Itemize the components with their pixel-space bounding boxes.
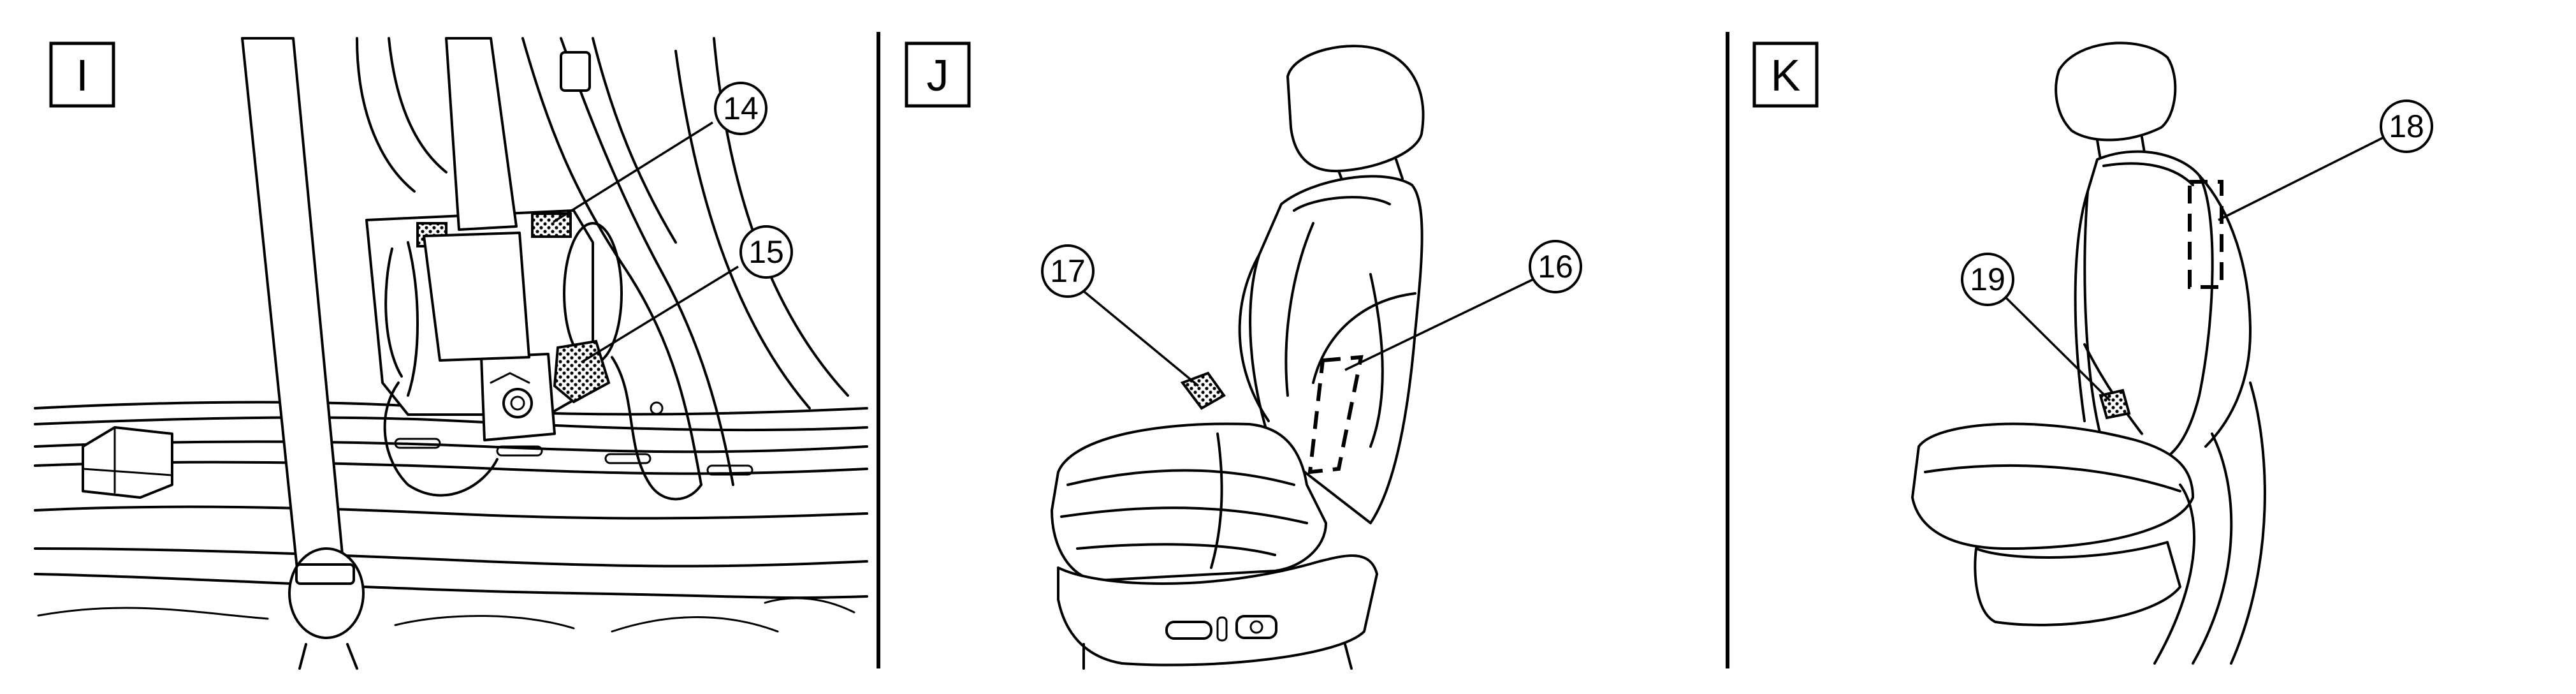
airbag-area-16 — [1307, 355, 1364, 475]
panel-j-label-box — [905, 41, 971, 108]
panel-k: K 18 19 — [1752, 41, 2433, 665]
callout-17-circle — [1041, 244, 1095, 298]
panel-i: I — [34, 37, 868, 670]
panel-j-label: J — [927, 50, 949, 100]
panel-k-label: K — [1771, 50, 1801, 100]
callout-16-circle — [1529, 240, 1582, 293]
callout-15: 15 — [748, 234, 784, 270]
callout-18: 18 — [2389, 108, 2424, 144]
panel-i-label: I — [76, 50, 88, 100]
callout-19-circle — [1961, 253, 2014, 306]
callout-18-circle — [2380, 100, 2433, 153]
callout-14: 14 — [723, 91, 759, 126]
callout-16: 16 — [1538, 249, 1573, 284]
panel-i-label-box — [49, 41, 115, 108]
callout-19: 19 — [1970, 262, 2005, 297]
panel-j: J 17 16 — [905, 41, 1582, 670]
panel-k-label-box — [1752, 41, 1819, 108]
callout-17: 17 — [1050, 253, 1086, 289]
tape-marker-14b — [531, 212, 572, 238]
callout-15-circle — [739, 225, 793, 279]
tape-marker-15 — [553, 339, 611, 404]
airbag-area-18 — [2188, 180, 2223, 289]
callout-14-circle — [714, 82, 768, 135]
